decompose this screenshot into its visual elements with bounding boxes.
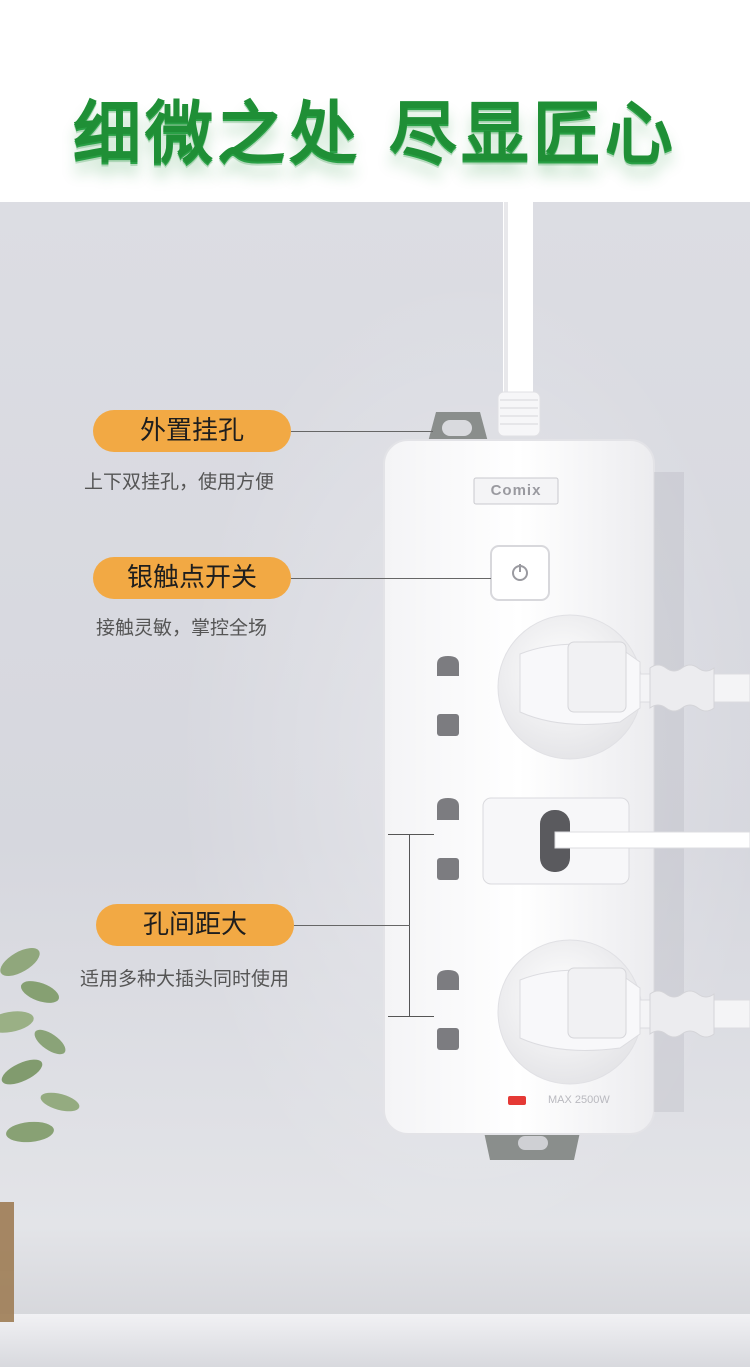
plug-bottom <box>497 939 750 1085</box>
product-photo: Comix MAX 2500W <box>0 202 750 1367</box>
rating-text: MAX 2500W <box>548 1094 610 1106</box>
feature-desc-hang-hole: 上下双挂孔，使用方便 <box>84 471 275 493</box>
spacing-bracket-bottom <box>388 1016 434 1017</box>
plug-top <box>497 614 750 760</box>
spacing-bracket-top <box>388 834 434 835</box>
header-banner: 细微之处 尽显匠心 <box>0 0 750 202</box>
leader-line-hang-hole <box>291 431 433 432</box>
socket-holes <box>437 656 459 1050</box>
indicator-light <box>508 1096 526 1105</box>
feature-desc-spacing: 适用多种大插头同时使用 <box>80 968 290 990</box>
feature-pill-switch: 银触点开关 <box>93 557 291 599</box>
headline: 细微之处 尽显匠心 <box>73 95 677 174</box>
power-switch[interactable] <box>490 545 550 601</box>
top-hang-hole <box>428 412 488 442</box>
brand-text: Comix <box>490 482 542 499</box>
plug-middle <box>482 797 750 885</box>
power-strip <box>0 202 750 1322</box>
feature-pill-spacing: 孔间距大 <box>96 904 294 946</box>
shelf <box>0 1314 750 1367</box>
feature-desc-switch: 接触灵敏，掌控全场 <box>96 617 268 639</box>
bottom-hang-hole <box>484 1132 580 1160</box>
brand-logo <box>473 477 559 505</box>
plant <box>0 948 80 1322</box>
feature-pill-hang-hole: 外置挂孔 <box>93 410 291 452</box>
leader-line-switch <box>291 578 491 579</box>
leader-line-spacing <box>294 925 410 926</box>
